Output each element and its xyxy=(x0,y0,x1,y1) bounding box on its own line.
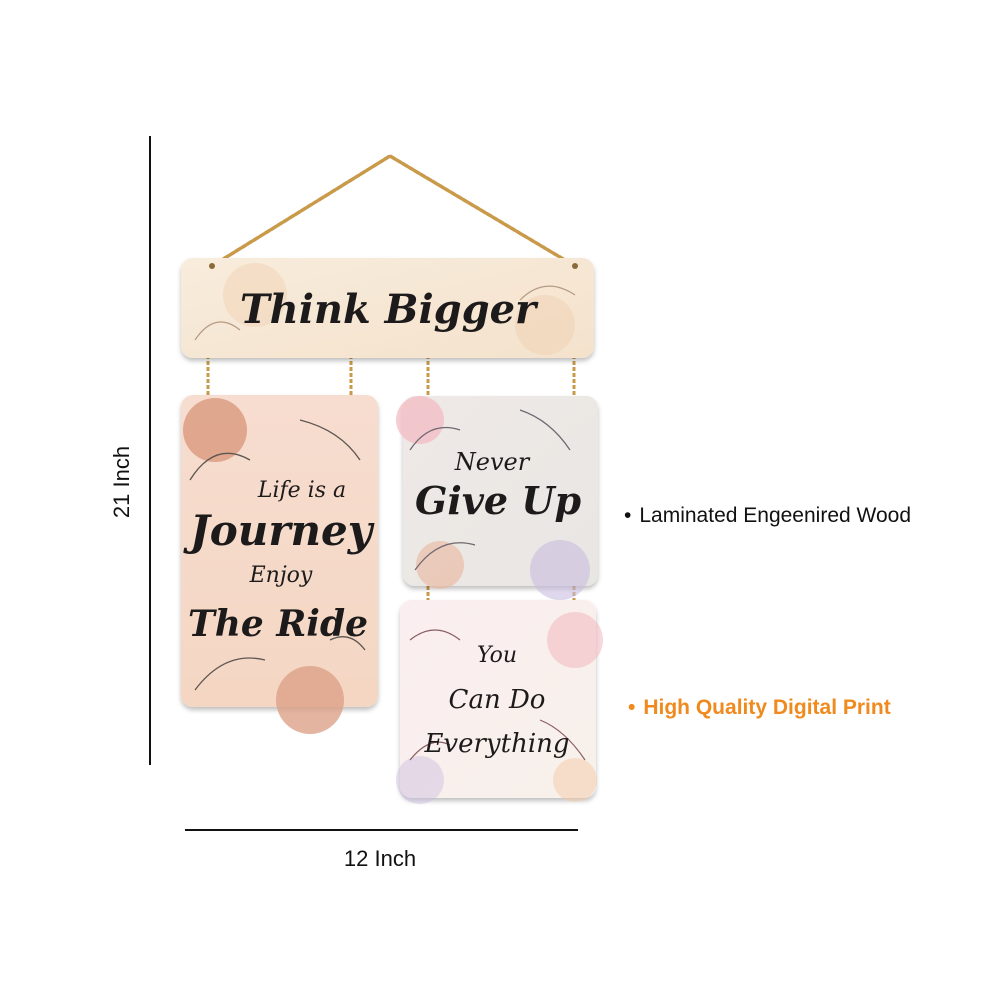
feature-text: High Quality Digital Print xyxy=(643,696,891,719)
height-label-text: 21 Inch xyxy=(109,445,134,519)
board-left-line-3: Enjoy xyxy=(249,563,313,588)
feature-bullet: • xyxy=(628,696,636,719)
board-you-can-do: You Can Do Everything xyxy=(396,600,603,804)
board-top-text: Think Bigger xyxy=(240,286,539,333)
board-middle-line-1: Never xyxy=(454,448,531,476)
board-bottom-line-2: Can Do xyxy=(449,685,546,715)
width-label: 12 Inch xyxy=(343,846,417,871)
board-never-give-up: Never Give Up xyxy=(396,396,598,600)
board-think-bigger: Think Bigger xyxy=(181,258,594,358)
feature-laminated-wood: • Laminated Engeenired Wood xyxy=(624,504,911,528)
board-bottom-line-3: Everything xyxy=(423,729,569,759)
feature-text: Laminated Engeenired Wood xyxy=(639,504,911,527)
board-left-line-2: Journey xyxy=(183,506,375,555)
board-left-line-4: The Ride xyxy=(188,603,368,645)
hanging-rope xyxy=(210,153,577,268)
board-life-journey: Life is a Journey Enjoy The Ride xyxy=(181,395,378,734)
board-bottom-line-1: You xyxy=(477,643,517,668)
feature-bullet: • xyxy=(624,504,632,527)
board-middle-line-2: Give Up xyxy=(415,478,582,523)
board-left-line-1: Life is a xyxy=(257,478,346,503)
feature-digital-print: • High Quality Digital Print xyxy=(628,696,891,720)
